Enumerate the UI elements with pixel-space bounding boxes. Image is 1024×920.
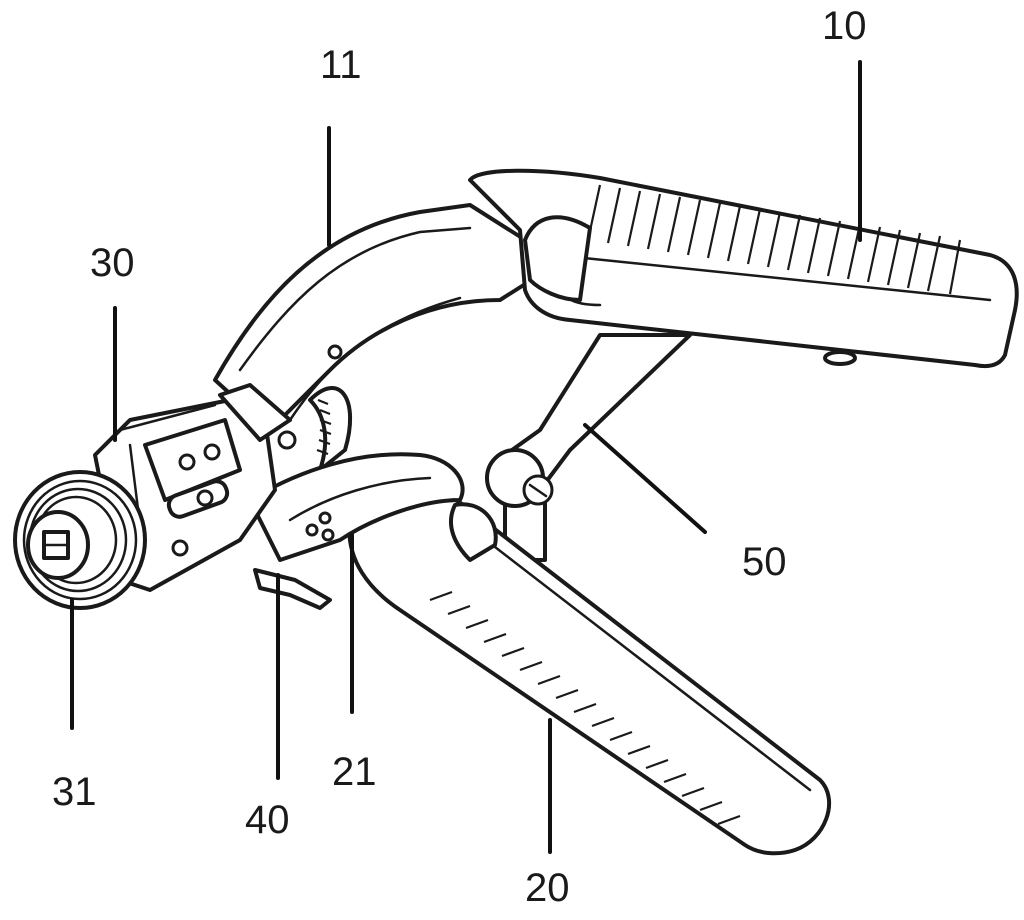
leader-lines: [70, 60, 862, 854]
leader-50: [583, 423, 707, 534]
label-lower-jaw: 21: [332, 750, 377, 794]
lower-handle: [347, 482, 831, 856]
ratchet-pawl: [253, 568, 332, 610]
ratchet-arc: [308, 386, 353, 472]
label-threaded-end: 31: [52, 770, 97, 814]
label-lower-handle: 20: [525, 866, 570, 910]
lower-jaw: [248, 452, 465, 562]
label-head: 30: [90, 241, 135, 285]
upper-arm: [213, 203, 562, 432]
link-arm: [485, 333, 692, 562]
label-ratchet: 40: [245, 798, 290, 842]
label-upper-handle: 10: [822, 4, 867, 48]
label-upper-jaw: 11: [320, 43, 362, 87]
threaded-end: [13, 470, 147, 610]
label-link: 50: [742, 540, 787, 584]
lower-grip-ribs: [429, 590, 741, 826]
upper-handle: [468, 168, 1019, 369]
